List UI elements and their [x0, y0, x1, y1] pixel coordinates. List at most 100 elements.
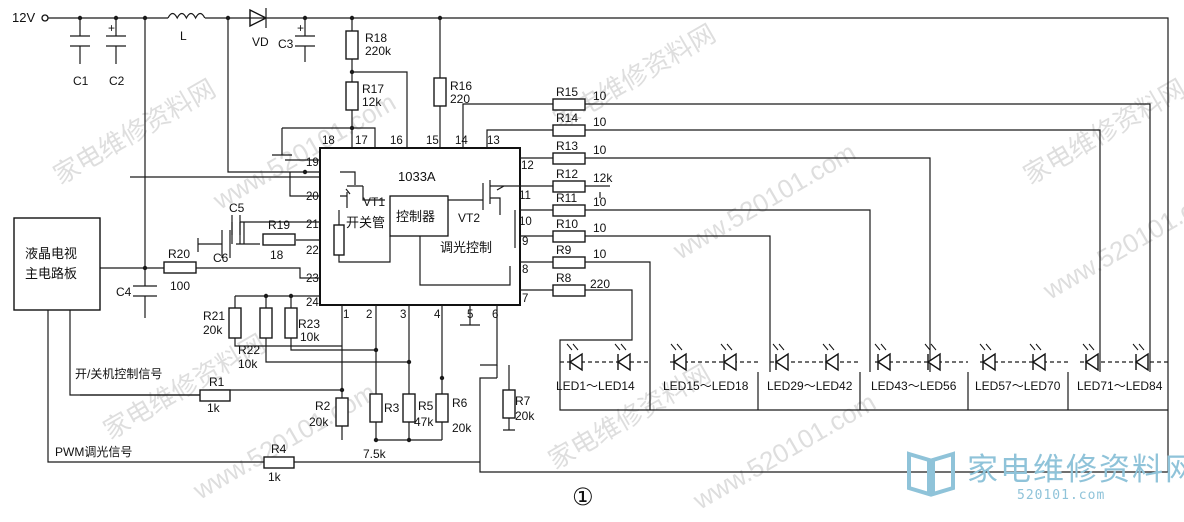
- r13-value: 10: [593, 143, 607, 157]
- r5-name: R5: [418, 399, 434, 413]
- led-group-label: LED1～LED14: [556, 379, 635, 393]
- pin13-wire: [486, 129, 1101, 372]
- r6-name: R6: [452, 396, 468, 410]
- led-return-wire: [559, 372, 1168, 411]
- junction-dot: [302, 15, 308, 21]
- r11-value: 10: [593, 195, 607, 209]
- r9-value: 10: [593, 247, 607, 261]
- light-rays-icon: [772, 343, 785, 351]
- r21-value: 20k: [203, 323, 223, 337]
- r19-body: [262, 233, 296, 246]
- pin9-wire: [520, 235, 771, 372]
- pin-label: 4: [434, 309, 441, 321]
- led-diode: [672, 352, 687, 372]
- c2-symbol: [106, 35, 126, 47]
- r20-name: R20: [168, 247, 190, 261]
- pin-label: 21: [306, 219, 319, 231]
- r21-23-wires: [234, 338, 409, 363]
- pin-label: 11: [519, 190, 531, 202]
- c6-symbol: [221, 230, 231, 258]
- led-group-label: LED43～LED56: [871, 379, 957, 393]
- junction-dot: [406, 359, 412, 365]
- c2-label: C2: [109, 74, 125, 88]
- junction-dot: [373, 437, 379, 443]
- board-line2: 主电路板: [25, 266, 77, 281]
- r7-value: 20k: [515, 409, 535, 423]
- r17-name: R17: [362, 82, 384, 96]
- r2-body: [335, 397, 349, 427]
- light-rays-icon: [874, 343, 887, 351]
- junction-dot: [339, 387, 345, 393]
- pin-label: 3: [400, 309, 406, 321]
- supply-label: 12V: [12, 10, 35, 25]
- led-diode: [722, 352, 737, 372]
- diode-bar: [250, 8, 272, 28]
- r1-name: R1: [209, 375, 225, 389]
- r11-name: R11: [556, 191, 577, 205]
- r12-name: R12: [556, 167, 578, 181]
- junction-dot: [77, 15, 83, 21]
- r15-value: 10: [593, 89, 607, 103]
- watermark: www.520101.com: [687, 387, 881, 516]
- pin23-wire: [100, 267, 320, 279]
- pin8-wire: [520, 261, 651, 372]
- pin-label: 13: [487, 135, 500, 147]
- led-diode: [926, 352, 941, 372]
- r21-name: R21: [203, 309, 225, 323]
- watermark: www.520101.com: [667, 137, 861, 266]
- junction-dot: [263, 293, 269, 299]
- watermark: 家电维修资料网: [1018, 73, 1184, 190]
- pin12-wire: [520, 157, 931, 372]
- controller-label: 控制器: [396, 209, 435, 224]
- pin-label: 8: [522, 264, 528, 276]
- vt1-sense-wire: [338, 210, 391, 263]
- r1-value: 1k: [207, 401, 221, 415]
- led-group-label: LED15～LED18: [663, 379, 749, 393]
- bottom-network: R2 20k R3 7.5k R5 47k R6 20k R7 20k: [80, 305, 535, 461]
- light-rays-icon: [614, 343, 627, 351]
- r21-body: [228, 307, 242, 339]
- r9-body: [552, 256, 586, 269]
- r2-value: 20k: [309, 415, 329, 429]
- led-diode: [1084, 352, 1099, 372]
- pin11-wire: [520, 185, 610, 198]
- r18-body: [345, 30, 359, 60]
- light-rays-icon: [1029, 343, 1042, 351]
- r1-body: [199, 389, 231, 402]
- inductor-label: L: [180, 29, 187, 43]
- pin-label: 19: [306, 157, 319, 169]
- junction-dot: [373, 347, 379, 353]
- r18-value: 220k: [365, 44, 392, 58]
- r9-name: R9: [556, 243, 572, 257]
- r15-name: R15: [556, 85, 578, 99]
- pin5-ground: [460, 305, 480, 326]
- r22-value: 10k: [238, 357, 258, 371]
- pin-label: 6: [492, 309, 498, 321]
- led-group-label: LED29～LED42: [767, 379, 853, 393]
- book-icon: [907, 451, 955, 497]
- light-rays-icon: [979, 343, 992, 351]
- supply-terminal: [41, 14, 49, 22]
- switch-node-wire: [227, 18, 305, 173]
- led-diode: [616, 352, 631, 372]
- r20-body: [163, 261, 197, 274]
- r10-value: 10: [593, 221, 607, 235]
- switch-label: 开关管: [346, 215, 385, 230]
- r5-value: 47k: [414, 415, 434, 429]
- r14-name: R14: [556, 111, 578, 125]
- pin10-wire: [520, 209, 871, 372]
- r20-value: 100: [170, 279, 190, 293]
- light-rays-icon: [566, 343, 579, 351]
- pin14-wire: [462, 103, 1151, 372]
- right-resistor-bank: R15 10 R14 10 R13 10 R12 12k R11 10 R10 …: [486, 85, 1101, 372]
- pin-label: 14: [455, 135, 468, 147]
- pin-label: 20: [306, 191, 319, 203]
- pin24-wire: [234, 295, 320, 308]
- led-group-label: LED71～LED84: [1077, 379, 1163, 393]
- r10-body: [552, 230, 586, 243]
- top-resistors: R18 220k R17 12k R16 220: [272, 15, 1151, 372]
- light-rays-icon: [670, 343, 683, 351]
- pin-label: 24: [306, 297, 319, 309]
- pin-label: 10: [519, 216, 532, 228]
